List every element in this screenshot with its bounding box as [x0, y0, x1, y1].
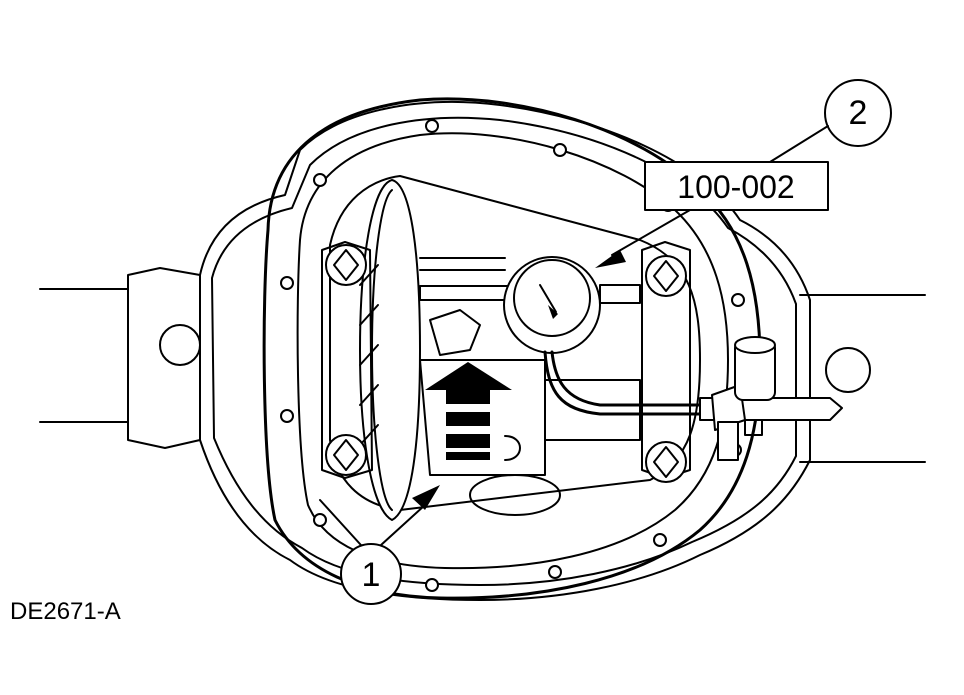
housing-cavity [329, 175, 701, 511]
callout-2-label: 2 [849, 94, 868, 132]
movement-arrow [425, 362, 521, 461]
callout-1-label: 1 [362, 556, 381, 594]
callout-2: 2 100-002 [595, 79, 892, 268]
dial-indicator [503, 256, 843, 461]
tool-label-box [644, 161, 829, 211]
tool-number: 100-002 [677, 169, 794, 205]
ring-gear [359, 179, 421, 521]
bearing-cap-right [641, 241, 691, 483]
callout-1: 1 [319, 485, 440, 605]
figure-id: DE2671-A [10, 598, 121, 625]
bearing-cap-left [321, 241, 373, 479]
left-axle-tube [39, 267, 201, 449]
differential-case [419, 257, 641, 516]
right-axle-tube [799, 294, 926, 463]
